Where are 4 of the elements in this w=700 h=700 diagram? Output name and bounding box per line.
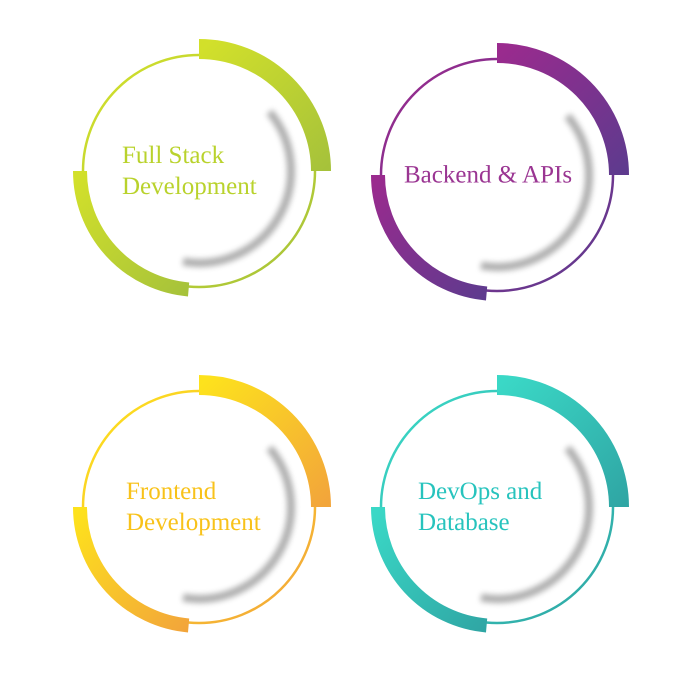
node-label: DevOps and Database — [418, 476, 544, 538]
node-label: Backend & APIs — [404, 160, 574, 190]
node-label: Frontend Development — [126, 476, 262, 538]
node-label: Full Stack Development — [122, 140, 258, 202]
